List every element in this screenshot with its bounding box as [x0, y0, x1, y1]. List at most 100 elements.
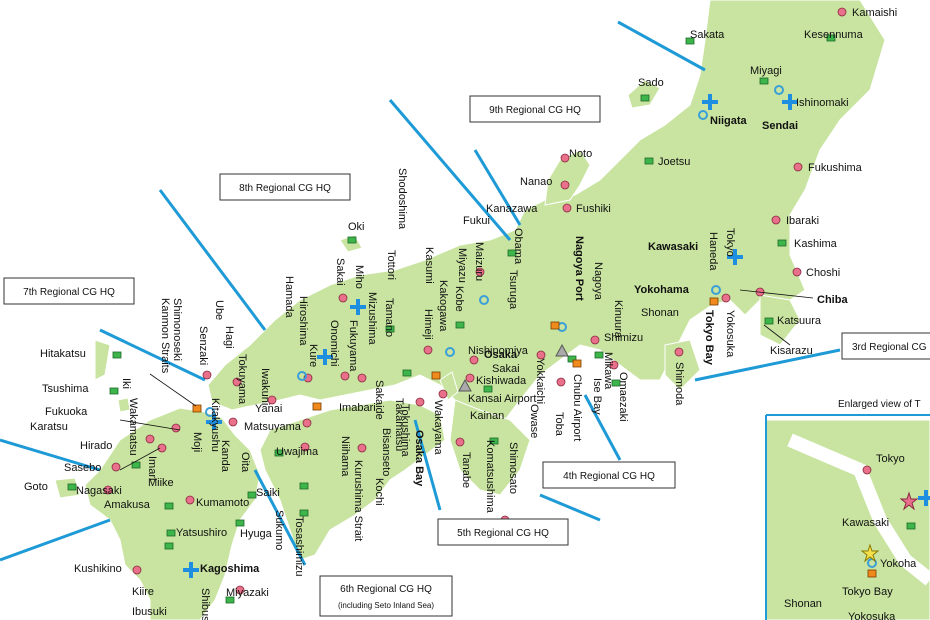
- station-markers: [67, 34, 916, 604]
- kii-land: [449, 399, 531, 496]
- station-kakogawa: [455, 321, 465, 329]
- label-tokyo: Tokyo: [724, 228, 736, 257]
- marker-moji: [171, 423, 181, 433]
- airport-marker-kansai: [431, 371, 441, 380]
- label-sakata: Sakata: [690, 29, 725, 41]
- label-joetsu: Joetsu: [658, 156, 690, 168]
- label-haneda: Haneda: [707, 232, 719, 271]
- label-kesennuma: Kesennuma: [804, 29, 864, 41]
- label-bisanseto: Bisanseto: [380, 428, 392, 476]
- label-yokkaichi: Yokkaichi: [534, 358, 546, 404]
- station-saiki: [247, 491, 257, 499]
- label-kiire: Kiire: [132, 586, 154, 598]
- label-iki: Iki: [120, 378, 132, 389]
- boundary-line-8: [583, 394, 622, 461]
- label-tosashimizu: Tosashimizu: [293, 516, 305, 577]
- label-miike: Miike: [148, 477, 174, 489]
- label-hamada: Hamada: [283, 276, 295, 318]
- vts-marker-kobe: [479, 295, 489, 305]
- marker-matsuyama: [302, 418, 312, 428]
- label-tokuyama: Tokuyama: [236, 354, 248, 405]
- label-toba: Toba: [553, 412, 565, 437]
- station-tosashimizu: [299, 509, 309, 517]
- hq-marker-kagoshima: [183, 562, 199, 578]
- label-kawasaki: Kawasaki: [648, 241, 698, 253]
- label-fushiki: Fushiki: [576, 203, 611, 215]
- boundary-line-12: [413, 419, 442, 511]
- marker-uwajima: [300, 442, 310, 452]
- label-onomichi: Onomichi: [328, 320, 340, 366]
- special-markers: [183, 85, 930, 578]
- label-hagi: Hagi: [223, 326, 235, 349]
- station-shibushi: [225, 596, 235, 604]
- noto-land: [544, 149, 591, 206]
- label-ube: Ube: [213, 300, 225, 320]
- marker-yokohama: [721, 293, 731, 303]
- label-sakai: Sakai: [492, 363, 520, 375]
- label-miho: Miho: [353, 265, 365, 289]
- label-kasumi: Kasumi: [423, 247, 435, 284]
- station-sukumo: [299, 482, 309, 490]
- label-kure: Kure: [307, 344, 319, 367]
- label-nagoya: Nagoya: [592, 262, 604, 301]
- station-yanai: [274, 449, 284, 457]
- label-shodoshima: Shodoshima: [396, 168, 408, 230]
- label-hitakatsu: Hitakatsu: [40, 348, 86, 360]
- hq-marker-sendai: [782, 94, 798, 110]
- label-osaka: Osaka: [484, 349, 518, 361]
- station-kashima: [777, 239, 787, 247]
- station-obama: [507, 249, 517, 257]
- marker-miyazaki: [235, 585, 245, 595]
- vts-marker-miyagi: [774, 85, 784, 95]
- label-kisarazu: Kisarazu: [770, 345, 813, 357]
- marker-toba: [556, 377, 566, 387]
- label-mizushima: Mizushima: [366, 292, 378, 345]
- label-wakayama: Wakayama: [432, 400, 444, 455]
- label-fukushima: Fukushima: [808, 162, 863, 174]
- label-imabari: Imabari: [339, 402, 376, 414]
- station-goto: [67, 483, 77, 491]
- vertical-labels: Shodoshima Obama Nagoya Port Haneda Toky…: [120, 168, 736, 620]
- hq-marker-hiroshima: [317, 349, 333, 365]
- marker-osaka: [469, 355, 479, 365]
- station-kiire: [164, 542, 174, 550]
- hq-marker-yokohama: [727, 249, 743, 265]
- label-kumamoto: Kumamoto: [196, 497, 249, 509]
- boundary-line-6: [0, 438, 101, 472]
- vts-marker-tokyo: [711, 285, 721, 295]
- boundary-line-5: [99, 328, 206, 382]
- label-nanao: Nanao: [520, 176, 552, 188]
- label-nishinomiya: Nishinomiya: [468, 345, 529, 357]
- label-shimosato: Shimosato: [507, 442, 519, 494]
- label-hirado: Hirado: [80, 440, 112, 452]
- vts-marker-niigata: [698, 110, 708, 120]
- station-kishiwada: [483, 385, 493, 393]
- marker-sakai: [465, 373, 475, 383]
- goto-land: [54, 477, 81, 499]
- marker-mikawa: [609, 360, 619, 370]
- hq-7th-label: 7th Regional CG HQ: [23, 287, 115, 298]
- vts-marker-kanmon: [205, 407, 215, 417]
- marker-kushikino: [132, 565, 142, 575]
- hq-marker-kitakyushu: [206, 414, 222, 430]
- boundary-line-4: [158, 189, 267, 331]
- marker-karatsu: [157, 443, 167, 453]
- label-omaezaki: Omaezaki: [617, 372, 629, 422]
- station-omaezaki: [611, 379, 621, 387]
- marker-wakayama: [438, 389, 448, 399]
- label-kawasaki-inset: Kawasaki: [842, 517, 889, 529]
- inset-title: Enlarged view of T: [838, 399, 921, 410]
- station-amakusa: [164, 502, 174, 510]
- label-tokyo-bay-inset: Tokyo Bay: [842, 586, 893, 598]
- lighthouse-marker-kishiwada: [458, 378, 472, 392]
- label-kanda: Kanda: [219, 440, 231, 473]
- label-tsushima: Tsushima: [42, 383, 89, 395]
- label-shonan: Shonan: [641, 307, 679, 319]
- airport-marker-kanmon: [192, 404, 202, 413]
- label-chubu-airport: Chubu Airport: [571, 374, 583, 441]
- label-sendai: Sendai: [762, 120, 798, 132]
- label-fukuoka: Fukuoka: [45, 406, 88, 418]
- port-markers: [103, 7, 872, 595]
- marker-tanabe: [455, 437, 465, 447]
